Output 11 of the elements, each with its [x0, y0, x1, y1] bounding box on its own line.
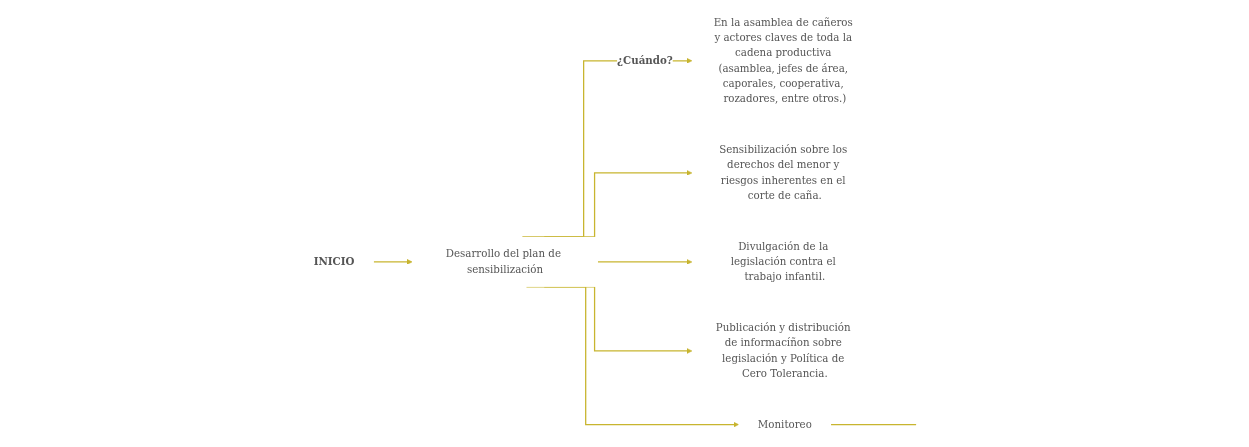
edge-label: ¿Cuándo?	[617, 54, 673, 67]
node-text: Monitoreo	[757, 418, 812, 431]
node-text: INICIO	[313, 255, 355, 268]
node-text: Publicación y distribución de informacíñon sobre legislación y Política de Cero Tolerancia.	[715, 321, 851, 380]
arrow	[597, 259, 693, 265]
node-text: Divulgación de la legislación contra el trabajo infantil.	[730, 240, 836, 284]
arrow	[525, 286, 739, 428]
arrow	[373, 259, 413, 265]
node-text: Sensibilización sobre los derechos del menor y riesgos inherentes en el corte de caña.	[719, 143, 848, 202]
node-text: En la asamblea de cañeros y actores claves de toda la cadena productiva (asamblea, jefes de área, caporales, cooperativa, rozadores, entre otros.)	[713, 16, 853, 106]
connector	[830, 423, 917, 426]
